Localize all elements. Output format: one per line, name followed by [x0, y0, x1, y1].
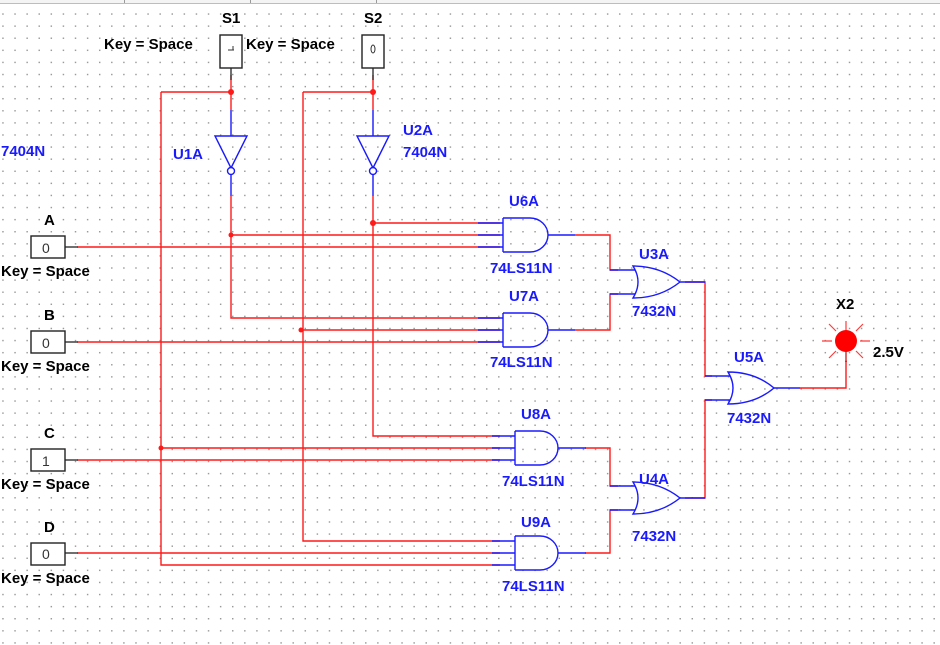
- and-gate-u6a[interactable]: [478, 217, 575, 253]
- wire-u4-u5: [685, 399, 712, 499]
- inverter-u2a-part: 7404N: [403, 144, 447, 161]
- inverter-u1a[interactable]: [213, 110, 249, 196]
- wire-u9-u4: [585, 509, 618, 554]
- and-u8a-part: 74LS11N: [502, 473, 565, 490]
- or-gate-u5a[interactable]: [705, 371, 800, 405]
- or-u3a-ref: U3A: [639, 246, 669, 263]
- and-gate-u7a[interactable]: [478, 312, 575, 348]
- wire-u7-u3: [575, 293, 618, 331]
- or-gate-u3a[interactable]: [610, 265, 705, 299]
- probe-x2[interactable]: [822, 321, 870, 361]
- or-u5a-part: 7432N: [727, 410, 771, 427]
- ruler-bar: [0, 0, 940, 4]
- and-u7a-part: 74LS11N: [490, 354, 553, 371]
- switch-s1-ref: S1: [222, 10, 240, 27]
- input-b-ref: B: [44, 307, 55, 324]
- input-box-c[interactable]: [30, 448, 66, 472]
- junction: [158, 445, 164, 451]
- ruler-divider: [124, 0, 125, 3]
- ruler-divider: [376, 0, 377, 3]
- wire-u5-x2: [800, 360, 847, 389]
- wire-u3-u5: [685, 281, 712, 377]
- input-d-ref: D: [44, 519, 55, 536]
- wire-s2-to-u9: [302, 92, 500, 542]
- input-a-ref: A: [44, 212, 55, 229]
- junction: [228, 232, 234, 238]
- or-u4a-ref: U4A: [639, 471, 669, 488]
- junction: [370, 89, 376, 95]
- and-u9a-part: 74LS11N: [502, 578, 565, 595]
- input-d-value: 0: [42, 546, 50, 562]
- wire-u1-out: [230, 196, 500, 319]
- inverter-u1a-ref: U1A: [173, 146, 203, 163]
- input-d-key: Key = Space: [1, 570, 90, 587]
- inverter-u1a-part: 7404N: [1, 143, 45, 160]
- led-rays: [822, 321, 870, 361]
- switch-s1-key: Key = Space: [104, 36, 193, 53]
- or-u4a-part: 7432N: [632, 528, 676, 545]
- input-a-value: 0: [42, 240, 50, 256]
- wire-u8-u4: [585, 447, 618, 487]
- switch-closed-icon: [228, 46, 234, 51]
- junction: [228, 89, 234, 95]
- ruler-divider: [250, 0, 251, 3]
- led-indicator-icon: [835, 330, 857, 352]
- switch-s1[interactable]: [219, 34, 243, 69]
- probe-x2-ref: X2: [836, 296, 854, 313]
- and-u9a-ref: U9A: [521, 514, 551, 531]
- input-c-key: Key = Space: [1, 476, 90, 493]
- switch-s2[interactable]: [361, 34, 385, 69]
- input-b-key: Key = Space: [1, 358, 90, 375]
- and-u7a-ref: U7A: [509, 288, 539, 305]
- inverter-u2a[interactable]: [355, 110, 391, 196]
- and-gate-u8a[interactable]: [492, 430, 586, 466]
- wire-u2-out: [372, 196, 500, 437]
- junction: [298, 327, 304, 333]
- or-u3a-part: 7432N: [632, 303, 676, 320]
- switch-s2-ref: S2: [364, 10, 382, 27]
- probe-x2-voltage: 2.5V: [873, 344, 904, 361]
- input-c-ref: C: [44, 425, 55, 442]
- junction: [370, 220, 376, 226]
- or-gate-u4a[interactable]: [610, 481, 705, 515]
- wire-u6-u3: [575, 234, 618, 271]
- inverter-u2a-ref: U2A: [403, 122, 433, 139]
- switch-open-icon: [370, 44, 376, 54]
- input-c-value: 1: [42, 453, 50, 469]
- wire-s1-to-u9: [160, 92, 500, 566]
- input-box-b[interactable]: [30, 330, 66, 354]
- leads: [65, 68, 847, 554]
- junctions: [158, 89, 376, 451]
- input-box-a[interactable]: [30, 235, 66, 259]
- switch-s2-key: Key = Space: [246, 36, 335, 53]
- or-u5a-ref: U5A: [734, 349, 764, 366]
- input-a-key: Key = Space: [1, 263, 90, 280]
- and-gate-u9a[interactable]: [492, 535, 586, 571]
- and-u8a-ref: U8A: [521, 406, 551, 423]
- and-u6a-ref: U6A: [509, 193, 539, 210]
- input-box-d[interactable]: [30, 542, 66, 566]
- and-u6a-part: 74LS11N: [490, 260, 553, 277]
- input-b-value: 0: [42, 335, 50, 351]
